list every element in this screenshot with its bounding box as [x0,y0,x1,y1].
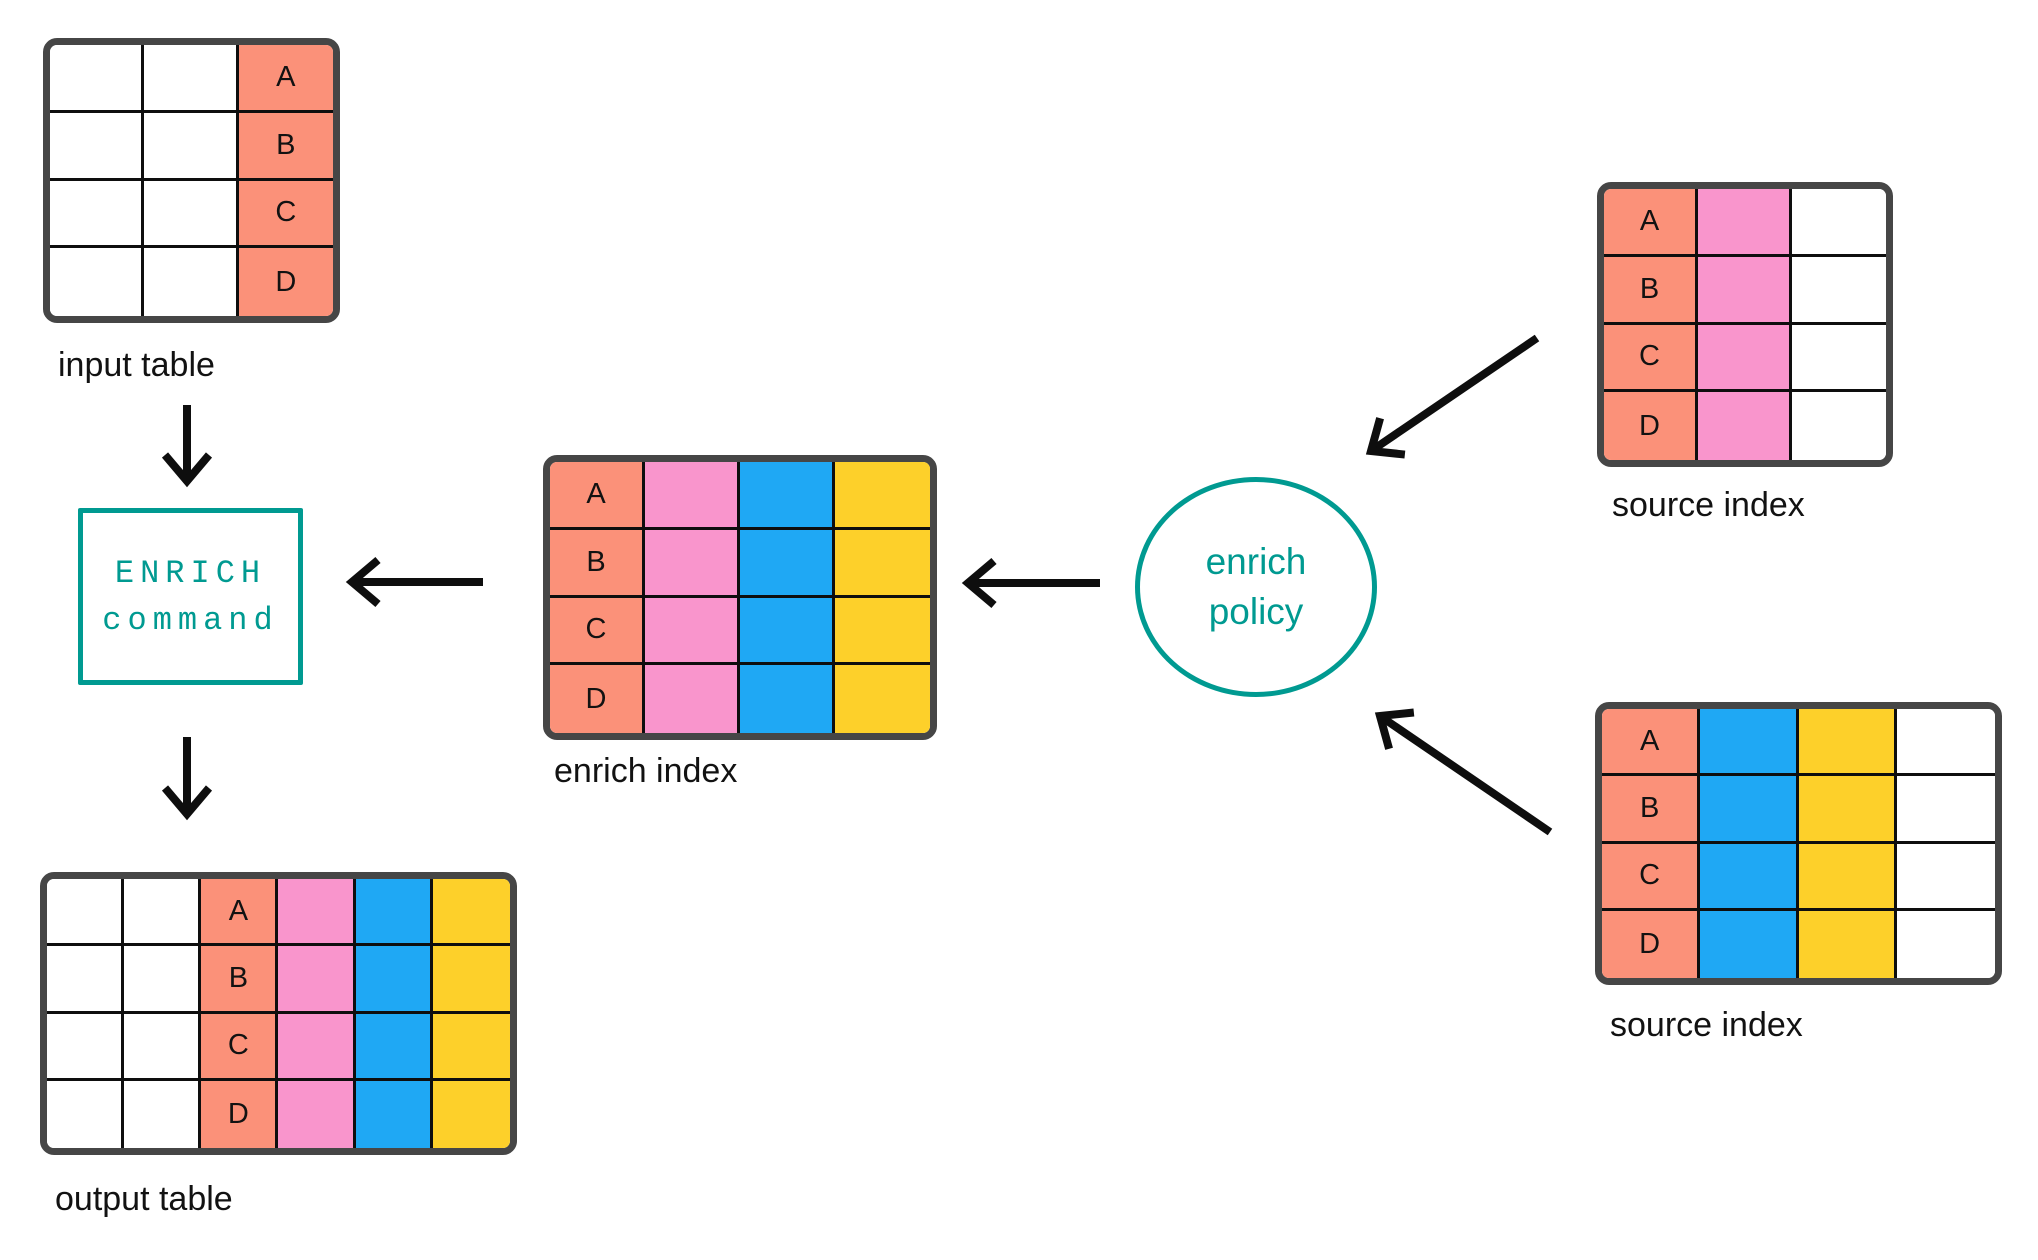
table-cell: C [201,1013,279,1081]
table-cell [124,1013,202,1081]
table-cell [47,1080,125,1148]
enrich-command-node: ENRICH command [78,508,303,685]
source-index-bottom-label: source index [1610,1006,1803,1044]
enrich-policy-line2: policy [1208,591,1304,632]
source-index-top-label: source index [1612,486,1805,524]
table-cell: B [1604,256,1698,325]
table-cell [1700,910,1799,978]
table-cell [835,462,930,530]
table-cell: C [550,597,645,666]
table-cell: A [1604,189,1698,257]
table-cell [1698,324,1792,393]
table-cell [1700,843,1799,911]
table-cell [1792,392,1886,460]
table-cell [124,946,202,1014]
table-cell [432,1013,510,1081]
table-cell [124,879,202,947]
table-cell [835,665,930,733]
table-cell: D [550,665,645,733]
table-cell [740,597,835,666]
table-cell [278,1013,356,1081]
table-cell [740,529,835,598]
table-cell [1896,843,1995,911]
input-table-label: input table [58,346,215,384]
table-cell [1798,776,1897,844]
table-cell [835,597,930,666]
table-cell [1698,392,1792,460]
table-cell [1798,843,1897,911]
enrich-index-label: enrich index [554,752,738,790]
table-cell [1798,910,1897,978]
table-cell [645,665,740,733]
table-cell [124,1080,202,1148]
table-cell [278,1080,356,1148]
table-cell [1792,324,1886,393]
table-cell [50,248,145,316]
table-cell [47,1013,125,1081]
table-cell [645,597,740,666]
table-cell [50,112,145,181]
table-cell: C [1604,324,1698,393]
table-cell: D [238,248,333,316]
enrich-command-line1: ENRICH [114,554,267,592]
table-cell: C [238,180,333,249]
table-cell [144,248,239,316]
table-cell: A [550,462,645,530]
table-cell: B [550,529,645,598]
enrich-policy-line1: enrich [1205,541,1307,582]
table-cell: A [238,45,333,113]
table-cell [1698,256,1792,325]
table-cell [355,1013,433,1081]
table-cell [432,946,510,1014]
table-cell [355,1080,433,1148]
table-cell [144,180,239,249]
table-cell [645,462,740,530]
table-cell [740,665,835,733]
table-cell [645,529,740,598]
table-cell [144,112,239,181]
table-cell [355,946,433,1014]
table-cell [1792,189,1886,257]
table-cell: C [1602,843,1701,911]
table-cell [355,879,433,947]
table-cell: D [1604,392,1698,460]
table-cell [835,529,930,598]
table-cell [1792,256,1886,325]
table-cell: B [238,112,333,181]
table-cell [1896,709,1995,777]
table-cell [1896,910,1995,978]
arrow-source-index-bottom-to-enrich-policy [1374,708,1553,836]
table-cell [1700,709,1799,777]
table-cell: A [1602,709,1701,777]
table-cell [1698,189,1792,257]
table-cell [1798,709,1897,777]
table-cell [50,45,145,113]
table-cell [1896,776,1995,844]
table-cell [144,45,239,113]
output-table-label: output table [55,1180,233,1218]
table-cell [432,879,510,947]
table-cell: A [201,879,279,947]
table-cell [740,462,835,530]
table-cell: B [201,946,279,1014]
arrow-source-index-top-to-enrich-policy [1365,334,1540,459]
table-cell [1700,776,1799,844]
table-cell: D [1602,910,1701,978]
table-cell: B [1602,776,1701,844]
table-cell [47,879,125,947]
table-cell [432,1080,510,1148]
table-cell [278,946,356,1014]
table-cell [50,180,145,249]
table-cell: D [201,1080,279,1148]
enrich-command-line2: command [102,601,279,639]
enrich-policy-node: enrich policy [1135,477,1377,697]
table-cell [278,879,356,947]
table-cell [47,946,125,1014]
